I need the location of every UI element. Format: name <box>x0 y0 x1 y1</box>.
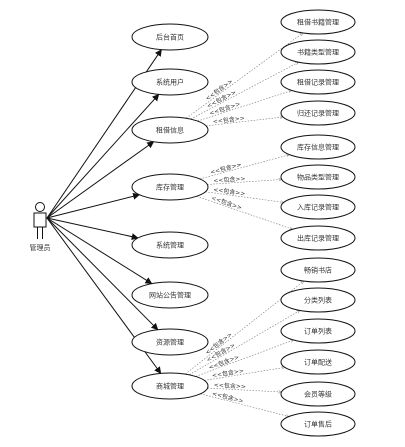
use-case-ellipse <box>280 381 356 407</box>
use-case-ellipse <box>280 9 356 35</box>
sub-use-case-member-level: 会员等级 <box>280 381 356 407</box>
include-category-list <box>189 310 300 376</box>
use-case-ellipse <box>131 231 209 259</box>
include-book-type-mgmt <box>190 61 299 120</box>
use-case-ellipse <box>131 116 209 144</box>
use-case-label: 库存信息管理 <box>297 143 339 152</box>
use-case-label: 租借信息 <box>156 126 184 135</box>
association-system-mgmt <box>46 217 139 241</box>
sub-use-case-order-list: 订单列表 <box>280 318 356 344</box>
use-case-ellipse <box>131 372 209 400</box>
association-inventory-mgmt <box>46 192 141 219</box>
use-case-system-users: 系统用户 <box>131 68 209 96</box>
use-case-borrow-info: 租借信息 <box>131 116 209 144</box>
sub-use-case-order-after-sale: 订单售后 <box>280 411 356 437</box>
use-case-site-notice: 网站公告管理 <box>131 281 209 309</box>
use-case-label: 书籍类型管理 <box>297 48 339 57</box>
use-case-resource-mgmt: 资源管理 <box>131 328 209 356</box>
use-case-label: 订单售后 <box>304 420 332 429</box>
use-case-label: 库存管理 <box>156 183 184 192</box>
include-label: <<包含>> <box>212 114 245 126</box>
actor-label: 管理员 <box>30 243 51 252</box>
include-label: <<包含>> <box>211 389 244 405</box>
use-case-ellipse <box>131 173 209 201</box>
include-stock-in-record-mgmt <box>205 191 284 203</box>
use-case-label: 商城管理 <box>156 382 184 391</box>
use-case-label: 畅销书店 <box>304 266 332 275</box>
use-case-ellipse <box>280 39 356 65</box>
include-label: <<包含>> <box>214 381 247 391</box>
stick-figure-icon <box>33 202 47 239</box>
use-case-label: 出库记录管理 <box>297 234 339 243</box>
use-case-label: 物品类型管理 <box>297 173 339 182</box>
include-item-type-mgmt <box>207 179 281 185</box>
use-case-ellipse <box>280 318 356 344</box>
sub-use-case-item-type-mgmt: 物品类型管理 <box>280 164 356 190</box>
include-label: <<包含>> <box>209 160 242 176</box>
sub-use-case-stock-out-record-mgmt: 出库记录管理 <box>280 225 356 251</box>
use-case-ellipse <box>280 194 356 220</box>
include-order-after-sale <box>200 393 289 417</box>
use-case-ellipse <box>280 349 356 375</box>
use-case-ellipse <box>280 225 356 251</box>
use-case-label: 系统管理 <box>156 241 184 250</box>
use-case-label: 网站公告管理 <box>149 291 191 300</box>
use-case-label: 入库记录管理 <box>297 203 339 212</box>
include-bestseller <box>185 281 304 375</box>
use-case-label: 资源管理 <box>156 338 184 347</box>
use-case-label: 订单列表 <box>304 327 332 336</box>
use-case-ellipse <box>280 100 356 126</box>
include-member-level <box>207 387 282 392</box>
use-case-label: 归还记录管理 <box>297 109 339 118</box>
sub-use-case-return-record-mgmt: 归还记录管理 <box>280 100 356 126</box>
use-case-ellipse <box>280 411 356 437</box>
actor-manager: 管理员 <box>30 202 51 252</box>
sub-use-case-order-delivery: 订单配送 <box>280 349 356 375</box>
association-system-users <box>46 93 160 219</box>
association-resource-mgmt <box>46 217 159 331</box>
use-case-label: 系统用户 <box>156 78 184 87</box>
include-stock-out-record-mgmt <box>196 195 293 229</box>
use-case-ellipse <box>131 68 209 96</box>
include-label: <<包含>> <box>213 174 246 184</box>
use-case-label: 会员等级 <box>304 390 332 399</box>
use-case-ellipse <box>131 23 209 51</box>
sub-use-case-category-list: 分类列表 <box>280 287 356 313</box>
use-case-inventory-mgmt: 库存管理 <box>131 173 209 201</box>
sub-use-case-book-type-mgmt: 书籍类型管理 <box>280 39 356 65</box>
use-case-label: 租借书籍管理 <box>297 18 339 27</box>
sub-use-case-book-borrow-mgmt: 租借书籍管理 <box>280 9 356 35</box>
association-site-notice <box>46 217 153 285</box>
use-case-label: 订单配送 <box>304 358 332 367</box>
use-case-ellipse <box>131 328 209 356</box>
include-return-record-mgmt <box>205 117 283 127</box>
use-case-ellipse <box>280 164 356 190</box>
association-borrow-info <box>46 141 155 219</box>
use-case-ellipse <box>131 281 209 309</box>
use-case-ellipse <box>280 134 356 160</box>
use-case-label: 分类列表 <box>304 296 332 305</box>
use-case-label: 后台首页 <box>156 33 184 42</box>
use-case-ellipse <box>280 287 356 313</box>
use-case-mall-mgmt: 商城管理 <box>131 372 209 400</box>
sub-use-case-borrow-record-mgmt: 租借记录管理 <box>280 69 356 95</box>
sub-use-case-bestseller: 畅销书店 <box>280 257 356 283</box>
use-case-ellipse <box>280 69 356 95</box>
use-case-ellipse <box>280 257 356 283</box>
include-stock-info-mgmt <box>199 155 290 180</box>
sub-use-case-stock-info-mgmt: 库存信息管理 <box>280 134 356 160</box>
sub-use-case-stock-in-record-mgmt: 入库记录管理 <box>280 194 356 220</box>
use-case-system-mgmt: 系统管理 <box>131 231 209 259</box>
use-case-backend-home: 后台首页 <box>131 23 209 51</box>
include-order-list <box>195 340 294 377</box>
use-case-label: 租借记录管理 <box>297 78 339 87</box>
